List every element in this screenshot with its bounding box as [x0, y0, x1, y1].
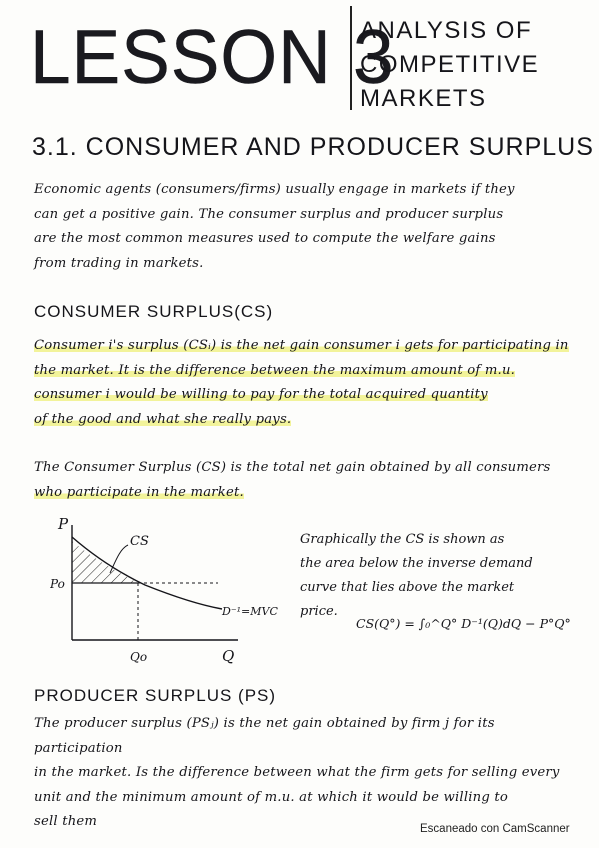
text-line: curve that lies above the market	[300, 580, 515, 595]
text-line: of the good and what she really pays.	[34, 411, 292, 427]
demand-curve	[71, 536, 223, 610]
cs-label: CS	[130, 534, 149, 549]
text-line: are the most common measures used to com…	[34, 231, 496, 246]
text-line: The producer surplus (PSⱼ) is the net ga…	[34, 716, 495, 756]
y-axis-label: P	[57, 515, 69, 533]
curve-label: D⁻¹=MVC	[221, 605, 278, 618]
subtitle-line: MARKETS	[360, 85, 487, 112]
text-line: price.	[300, 604, 338, 619]
cs-area	[72, 541, 138, 583]
text-line: Graphically the CS is shown as	[300, 532, 505, 547]
consumer-surplus-heading: CONSUMER SURPLUS(CS)	[34, 302, 274, 321]
cs-formula: CS(Q°) = ∫₀^Q° D⁻¹(Q)dQ − P°Q°	[356, 616, 571, 631]
cs-pointer	[109, 544, 129, 574]
producer-surplus-heading: PRODUCER SURPLUS (PS)	[34, 686, 277, 705]
text-line: consumer i would be willing to pay for t…	[34, 387, 488, 402]
scanner-watermark: Escaneado con CamScanner	[420, 823, 570, 835]
title-divider	[350, 6, 352, 110]
x-axis-label: Q	[222, 647, 234, 665]
text-line: Economic agents (consumers/firms) usuall…	[34, 182, 515, 197]
subtitle-line: ANALYSIS OF	[360, 17, 533, 44]
subtitle-line: COMPETITIVE	[360, 51, 540, 78]
text-line: in the market. Is the difference between…	[34, 765, 560, 780]
text-line: who participate in the market.	[34, 484, 244, 500]
text-line: the area below the inverse demand	[300, 556, 533, 571]
graph-explanation: Graphically the CS is shown as the area …	[300, 528, 585, 624]
text-line: Consumer i's surplus (CSᵢ) is the net ga…	[34, 338, 569, 353]
producer-surplus-definition: The producer surplus (PSⱼ) is the net ga…	[34, 712, 574, 835]
section-heading: 3.1. CONSUMER AND PRODUCER SURPLUS	[32, 133, 594, 161]
consumer-surplus-definition: Consumer i's surplus (CSᵢ) is the net ga…	[34, 334, 574, 432]
intro-paragraph: Economic agents (consumers/firms) usuall…	[34, 178, 574, 276]
text-line: the market. It is the difference between…	[34, 362, 516, 378]
text-line: from trading in markets.	[34, 255, 204, 271]
quantity-label: Qo	[130, 650, 147, 664]
lesson-subtitle: ANALYSIS OF COMPETITIVE MARKETS	[360, 14, 539, 116]
text-line: The Consumer Surplus (CS) is the total n…	[34, 460, 551, 475]
consumer-surplus-graph: P Q Po Qo CS D⁻¹=MVC	[50, 515, 278, 665]
lesson-title: LESSON 3	[30, 15, 395, 101]
price-label: Po	[50, 577, 65, 591]
text-line: can get a positive gain. The consumer su…	[34, 206, 504, 222]
text-line: sell them	[34, 814, 98, 829]
consumer-surplus-total: The Consumer Surplus (CS) is the total n…	[34, 456, 574, 505]
text-line: unit and the minimum amount of m.u. at w…	[34, 789, 509, 805]
